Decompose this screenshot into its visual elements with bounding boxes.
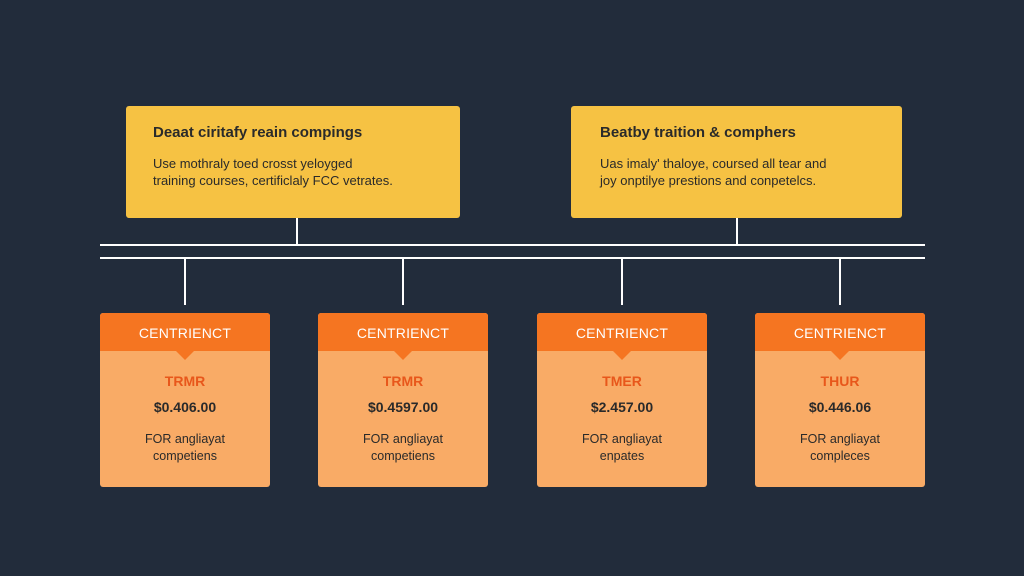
bottom-box-label: TRMR xyxy=(164,373,206,389)
bottom-box-label: THUR xyxy=(820,373,860,389)
bottom-box-1: CENTRIENCT TRMR $0.406.00 FOR angliayat … xyxy=(100,313,270,487)
bottom-box-header: CENTRIENCT xyxy=(100,313,270,360)
bottom-box-desc: FOR angliayat competiens xyxy=(318,431,488,465)
bottom-box-price: $0.4597.00 xyxy=(367,399,439,415)
top-box-desc: Use mothraly toed crosst yeloyged traini… xyxy=(153,155,436,189)
bottom-box-price: $0.406.00 xyxy=(153,399,217,415)
bottom-box-desc-line: competiens xyxy=(371,449,435,463)
bottom-box-header: CENTRIENCT xyxy=(318,313,488,360)
connector-top-right xyxy=(736,218,738,245)
bottom-box-desc: FOR angliayat enpates xyxy=(537,431,707,465)
bottom-box-desc: FOR angliayat compleces xyxy=(755,431,925,465)
bottom-box-desc: FOR angliayat competiens xyxy=(100,431,270,465)
bottom-box-desc-line: competiens xyxy=(153,449,217,463)
top-box-title: Beatby traition & comphers xyxy=(600,124,796,141)
top-box-desc-line: training courses, certificlaly FCC vetra… xyxy=(153,173,393,188)
connector-top-left xyxy=(296,218,298,245)
top-box-left: Deaat ciritafy reain compings Use mothra… xyxy=(126,106,460,218)
bottom-box-label: TRMR xyxy=(382,373,424,389)
bottom-box-price: $0.446.06 xyxy=(808,399,872,415)
bottom-box-desc-line: enpates xyxy=(599,449,645,463)
connector-bottom-1 xyxy=(184,258,186,305)
top-box-title: Deaat ciritafy reain compings xyxy=(153,124,363,141)
connector-bottom-3 xyxy=(621,258,623,305)
bottom-box-2: CENTRIENCT TRMR $0.4597.00 FOR angliayat… xyxy=(318,313,488,487)
bottom-box-4: CENTRIENCT THUR $0.446.06 FOR angliayat … xyxy=(755,313,925,487)
connector-bottom-4 xyxy=(839,258,841,305)
top-box-desc: Uas imaly' thaloye, coursed all tear and… xyxy=(600,155,878,189)
top-box-desc-line: Use mothraly toed crosst yeloyged xyxy=(153,156,353,171)
bottom-box-desc-line: FOR angliayat xyxy=(800,432,880,446)
bottom-box-price: $2.457.00 xyxy=(590,399,654,415)
bottom-box-header: CENTRIENCT xyxy=(755,313,925,360)
bottom-box-header: CENTRIENCT xyxy=(537,313,707,360)
top-box-desc-line: joy onptilye prestions and conpetelcs. xyxy=(600,173,817,188)
top-box-desc-line: Uas imaly' thaloye, coursed all tear and xyxy=(600,156,827,171)
bottom-box-desc-line: FOR angliayat xyxy=(145,432,225,446)
connector-bottom-2 xyxy=(402,258,404,305)
bottom-box-desc-line: FOR angliayat xyxy=(582,432,662,446)
bottom-box-desc-line: compleces xyxy=(810,449,870,463)
top-box-right: Beatby traition & comphers Uas imaly' th… xyxy=(571,106,902,218)
bottom-box-3: CENTRIENCT TMER $2.457.00 FOR angliayat … xyxy=(537,313,707,487)
horizontal-bus-lower xyxy=(100,257,925,259)
bottom-box-label: TMER xyxy=(602,373,642,389)
horizontal-bus-upper xyxy=(100,244,925,246)
bottom-box-desc-line: FOR angliayat xyxy=(363,432,443,446)
